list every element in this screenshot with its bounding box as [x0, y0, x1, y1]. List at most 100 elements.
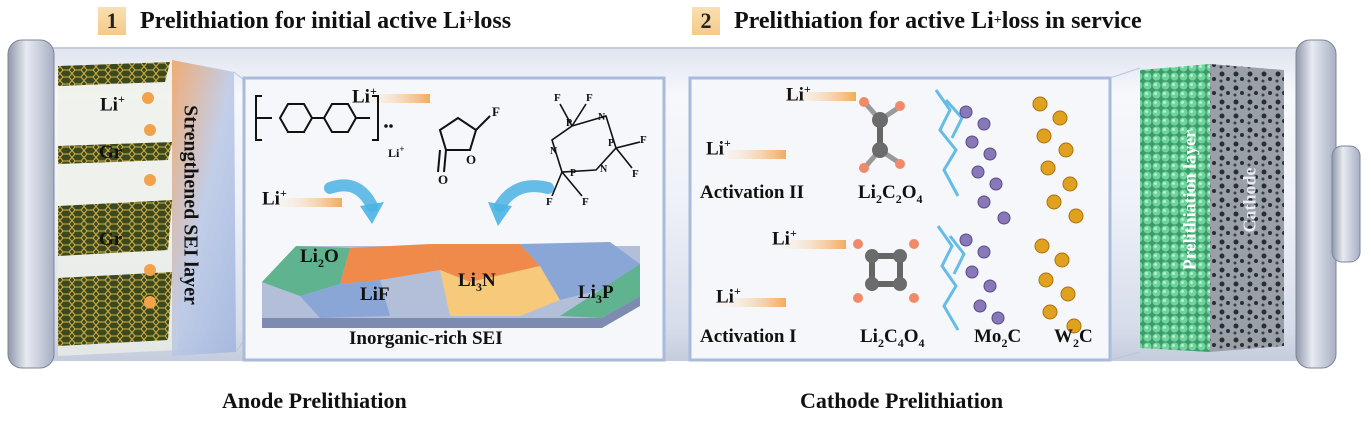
formula-sub: 2 [1073, 335, 1079, 350]
li-ion-label: Li+ [786, 82, 811, 106]
header-text: Prelithiation for initial active Li [140, 7, 466, 34]
atom-label-f: F [554, 92, 561, 104]
atom-label-n: N [598, 112, 606, 123]
atom-label-o: O [438, 172, 449, 187]
polymer-counterion-sup: + [399, 144, 405, 154]
li-ion-label-sup: + [723, 136, 731, 150]
li-ion [142, 92, 154, 104]
layer-label-gr: Gr [99, 229, 123, 250]
formula-sub: 2 [317, 255, 324, 270]
header-sup: + [993, 13, 1002, 28]
header-cathode: 2 Prelithiation for active Li+ loss in s… [692, 6, 1142, 36]
blue-arrow-right [494, 180, 554, 212]
atom-label-f: F [492, 104, 500, 119]
polymer-counterion-text: Li [388, 146, 400, 160]
formula-part: C [881, 182, 896, 203]
formula-sub: 4 [916, 191, 923, 206]
formula-part: Li [458, 270, 476, 291]
polymer-counterion: Li+ [388, 144, 404, 161]
blue-arrow-left [324, 179, 378, 212]
formula-sub: 3 [475, 279, 482, 294]
li-ion-label-text: Li [786, 84, 804, 106]
atom-label-n: N [550, 146, 558, 157]
formula-sub: 4 [918, 335, 925, 350]
atom-label-f: F [582, 196, 589, 208]
formula-sub: 2 [875, 191, 882, 206]
header-number-badge: 1 [98, 7, 126, 35]
li-ion-label-text: Li [706, 138, 724, 160]
battery-body [29, 47, 1331, 361]
li-ion [144, 124, 156, 136]
atom-label-f: F [586, 92, 593, 104]
battery-right-cap [1295, 39, 1337, 369]
battery-terminal [1331, 145, 1361, 263]
material-li2c2o4: Li2C2O4 [858, 182, 922, 207]
header-sup: + [465, 13, 474, 28]
material-mo2c: Mo2C [974, 326, 1021, 351]
atom-label-f: F [546, 196, 553, 208]
fluoroethylene-carbonate [437, 115, 491, 173]
formula-part: Li [300, 246, 318, 267]
li-ion [144, 264, 156, 276]
li-ion-label: Li+ [706, 136, 731, 160]
header-text: Prelithiation for active Li [734, 7, 994, 34]
mo2c-structure [959, 105, 1011, 325]
cathode-layer-label: Cathode [1239, 167, 1260, 233]
material-w2c: W2C [1054, 326, 1093, 351]
graphite-sheet [58, 272, 172, 346]
formula-part: C [1079, 326, 1093, 347]
sei-component-li3n: Li3N [458, 270, 496, 295]
formula-part: N [481, 270, 496, 291]
li-ion-label-text: Li [262, 188, 280, 210]
atom-label-n: N [600, 164, 608, 175]
cathode-caption: Cathode Prelithiation [800, 388, 1004, 413]
activation-ii-label: Activation II [700, 182, 804, 203]
li-ion-label-sup: + [369, 84, 377, 98]
li-ion-label-sup: + [789, 226, 797, 240]
layer-label-text: Li [100, 94, 118, 116]
anode-caption: Anode Prelithiation [222, 388, 407, 413]
w2c-structure [1032, 96, 1084, 334]
formula-sub: 3 [595, 291, 602, 306]
graphite-sheet [58, 62, 170, 86]
electric-discharge-icon [934, 89, 966, 331]
li-ion-label-text: Li [772, 228, 790, 250]
sei-caption: Inorganic-rich SEI [349, 328, 503, 349]
formula-part: Li [860, 326, 878, 347]
li-ion-label-sup: + [279, 186, 287, 200]
li-ion-label: Li+ [262, 186, 287, 210]
sei-component-lif: LiF [360, 284, 390, 306]
sei-component-li3p: Li3P [578, 282, 614, 307]
prelithiation-layer-label: Prelithiation layer [1179, 129, 1200, 271]
li-ion-label-text: Li [716, 286, 734, 308]
material-li2c4o4: Li2C4O4 [860, 326, 924, 351]
li-ion-label-text: Li [352, 86, 370, 108]
formula-part: O [901, 182, 917, 203]
atom-label-o: O [466, 152, 477, 167]
li-ion-label-sup: + [803, 82, 811, 96]
layer-label-li: Li+ [100, 92, 125, 116]
formula-part: C [883, 326, 898, 347]
formula-part: W [1054, 326, 1073, 347]
formula-sub: 4 [897, 335, 904, 350]
formula-part: P [601, 282, 614, 303]
atom-label-f: F [632, 168, 639, 180]
layer-label-sup: + [117, 92, 125, 106]
formula-part: O [323, 246, 339, 267]
formula-part: O [903, 326, 919, 347]
li2c2o4-molecule [859, 97, 905, 173]
li-ion [144, 296, 156, 308]
activation-i-label: Activation I [700, 326, 797, 347]
header-anode: 1 Prelithiation for initial active Li+ l… [98, 6, 511, 36]
formula-sub: 2 [877, 335, 884, 350]
atom-label-p: P [570, 168, 577, 179]
formula-part: C [1007, 326, 1022, 347]
li-ion-label: Li+ [352, 84, 377, 108]
header-text-tail: loss [473, 7, 512, 34]
formula-part: Mo [974, 326, 1002, 347]
formula-sub: 2 [1001, 335, 1008, 350]
li-ion-label: Li+ [772, 226, 797, 250]
formula-part: Li [578, 282, 596, 303]
layer-label-gr: Gr [99, 142, 123, 163]
